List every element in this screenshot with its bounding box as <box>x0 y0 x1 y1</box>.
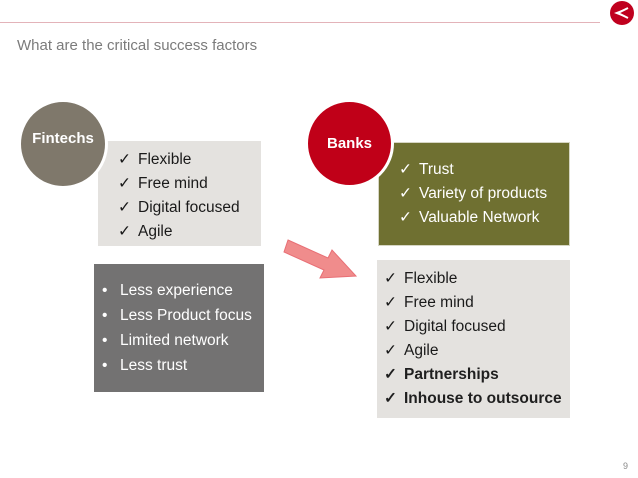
checkmark-icon: ✓ <box>384 342 397 359</box>
checkmark-icon: ✓ <box>384 318 397 335</box>
fintech-strengths-box: ✓Flexible ✓Free mind ✓Digital focused ✓A… <box>98 141 261 246</box>
list-item: ✓Inhouse to outsource <box>384 387 570 411</box>
checkmark-icon: ✓ <box>399 185 412 202</box>
checkmark-icon: ✓ <box>118 223 131 240</box>
list-item: ✓Digital focused <box>384 315 570 339</box>
bullet-icon: • <box>102 332 108 349</box>
checkmark-icon: ✓ <box>118 199 131 216</box>
header-divider <box>0 22 600 23</box>
checkmark-icon: ✓ <box>118 151 131 168</box>
bullet-icon: • <box>102 282 108 299</box>
checkmark-icon: ✓ <box>384 390 397 407</box>
list-item: •Less experience <box>102 278 264 303</box>
checkmark-icon: ✓ <box>399 161 412 178</box>
list-item: ✓Digital focused <box>118 196 261 220</box>
list-item: ✓Flexible <box>118 148 261 172</box>
combined-strengths-box: ✓Flexible ✓Free mind ✓Digital focused ✓A… <box>377 260 570 418</box>
arrow-right-icon <box>283 239 358 279</box>
checkmark-icon: ✓ <box>118 175 131 192</box>
list-item: ✓Agile <box>384 339 570 363</box>
banks-label: Banks <box>326 135 373 152</box>
list-item: ✓Valuable Network <box>399 206 569 230</box>
list-item: ✓Free mind <box>118 172 261 196</box>
bullet-icon: • <box>102 307 108 324</box>
slide-title: What are the critical success factors <box>17 37 258 54</box>
list-item: ✓Partnerships <box>384 363 570 387</box>
list-item: ✓Free mind <box>384 291 570 315</box>
fintech-weaknesses-box: •Less experience •Less Product focus •Li… <box>94 264 264 392</box>
list-item: •Limited network <box>102 328 264 353</box>
list-item: ✓Flexible <box>384 267 570 291</box>
list-item: ✓Variety of products <box>399 182 569 206</box>
fintechs-label: Fintechs <box>32 129 94 147</box>
brand-logo-icon <box>610 1 634 25</box>
list-item: ✓Agile <box>118 220 261 244</box>
list-item: •Less Product focus <box>102 303 264 328</box>
list-item: •Less trust <box>102 353 264 378</box>
banks-circle: Banks <box>305 99 394 188</box>
bullet-icon: • <box>102 357 108 374</box>
page-number: 9 <box>623 461 629 471</box>
bank-strengths-box: ✓Trust ✓Variety of products ✓Valuable Ne… <box>378 142 570 246</box>
fintechs-circle: Fintechs <box>18 99 108 189</box>
list-item: ✓Trust <box>399 158 569 182</box>
checkmark-icon: ✓ <box>399 209 412 226</box>
checkmark-icon: ✓ <box>384 294 397 311</box>
checkmark-icon: ✓ <box>384 366 397 383</box>
logo-glyph-icon <box>614 7 629 19</box>
checkmark-icon: ✓ <box>384 270 397 287</box>
